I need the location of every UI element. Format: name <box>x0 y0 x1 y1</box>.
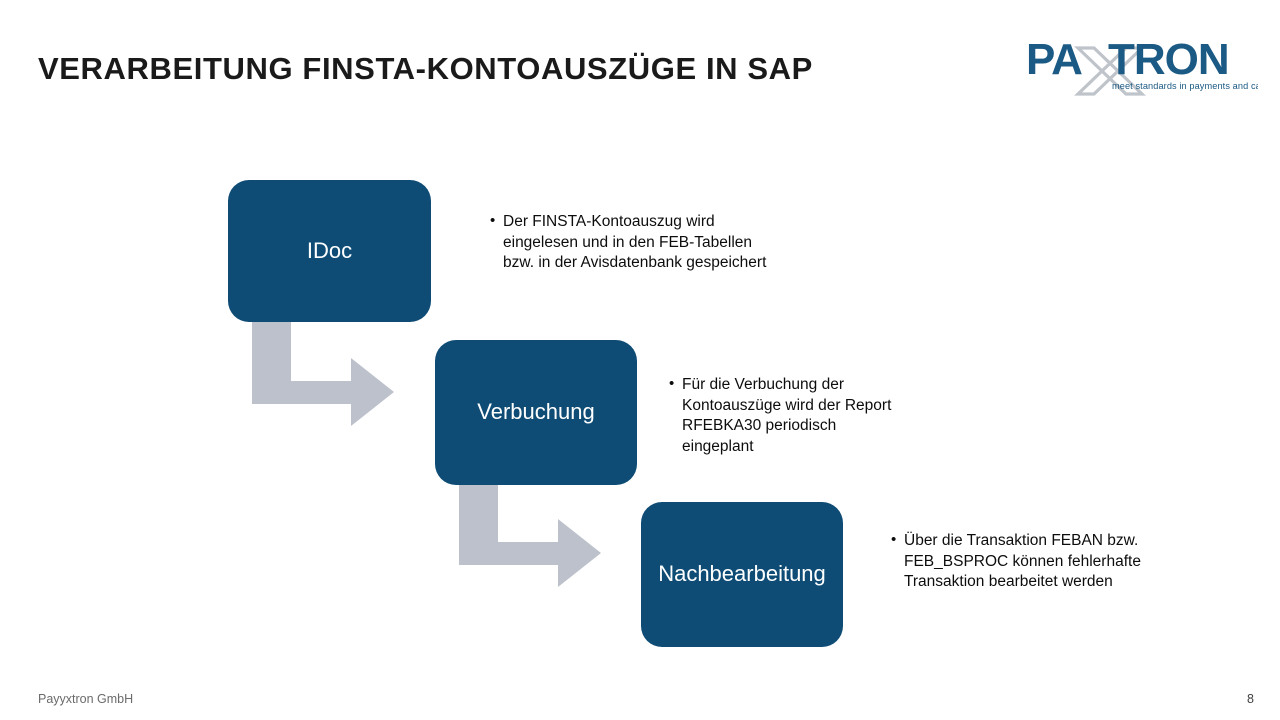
bullet-item: Über die Transaktion FEBAN bzw. FEB_BSPR… <box>891 530 1160 593</box>
step-description-nachbearbeitung: Über die Transaktion FEBAN bzw. FEB_BSPR… <box>890 530 1160 593</box>
step-description-idoc: Der FINSTA-Kontoauszug wird eingelesen u… <box>489 211 769 274</box>
logo-x-icon <box>1074 46 1146 96</box>
paxtron-logo: PA TRON meet standards in payments and c… <box>1022 26 1258 96</box>
bullet-item: Der FINSTA-Kontoauszug wird eingelesen u… <box>490 211 769 274</box>
footer-company-name: Payyxtron GmbH <box>38 692 134 706</box>
step-description-verbuchung: Für die Verbuchung der Kontoauszüge wird… <box>668 374 894 457</box>
bent-arrow-down-right-icon <box>457 481 603 603</box>
bullet-list: Für die Verbuchung der Kontoauszüge wird… <box>668 374 894 457</box>
process-step-idoc[interactable]: IDoc <box>228 180 431 322</box>
page-title: Verarbeitung FINSTA-Kontoauszüge in SAP <box>38 51 813 86</box>
svg-text:TRON: TRON <box>1108 35 1229 84</box>
bullet-list: Über die Transaktion FEBAN bzw. FEB_BSPR… <box>890 530 1160 593</box>
bullet-list: Der FINSTA-Kontoauszug wird eingelesen u… <box>489 211 769 274</box>
bullet-item: Für die Verbuchung der Kontoauszüge wird… <box>669 374 894 457</box>
svg-text:meet standards in payments and: meet standards in payments and cash <box>1112 81 1258 91</box>
svg-text:PA: PA <box>1026 35 1082 84</box>
bent-arrow-down-right-icon <box>250 320 396 442</box>
slide-page-number: 8 <box>1247 692 1254 706</box>
process-step-nachbearbeitung[interactable]: Nachbearbeitung <box>641 502 843 647</box>
process-step-verbuchung[interactable]: Verbuchung <box>435 340 637 485</box>
